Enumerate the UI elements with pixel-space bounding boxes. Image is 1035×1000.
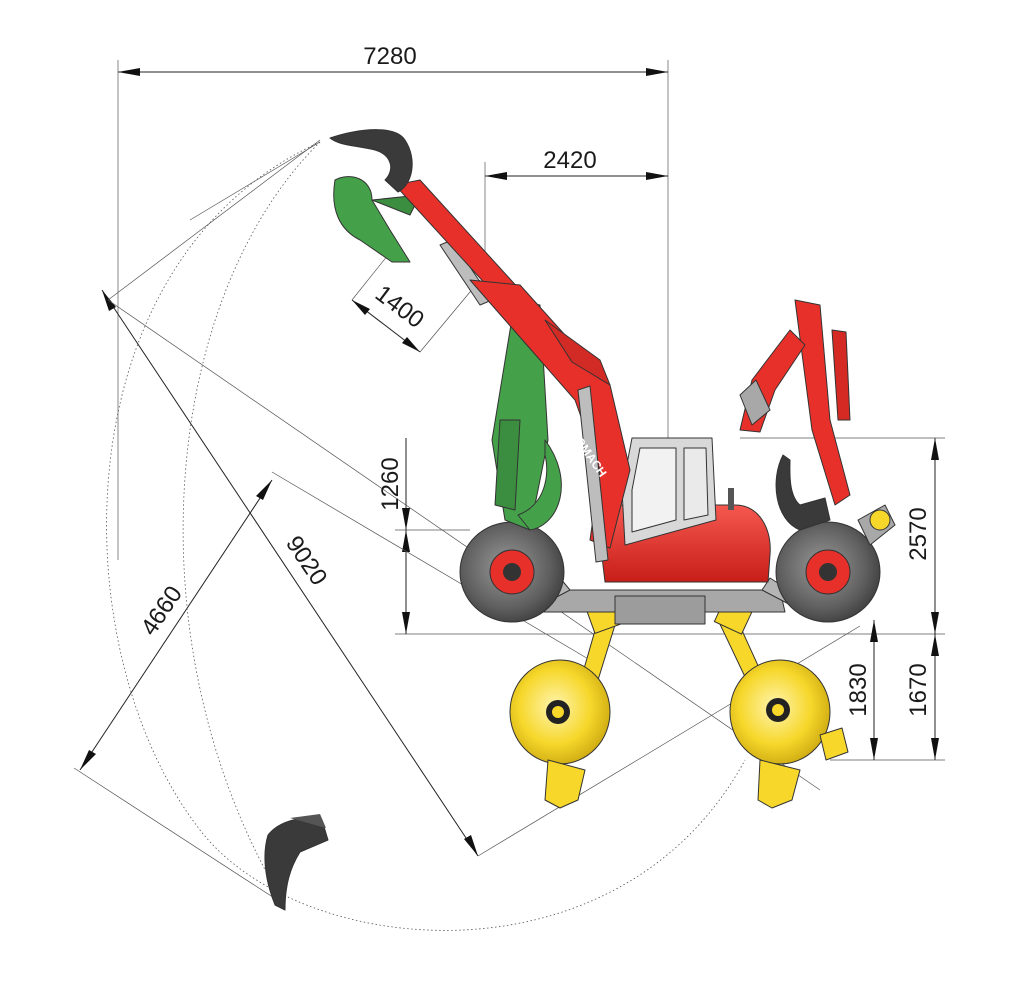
wheels xyxy=(459,521,881,623)
alternate-arm-green xyxy=(333,176,562,531)
dimension-lines xyxy=(73,60,945,931)
lowered-bucket xyxy=(264,814,329,911)
dim-front-offset-label: 2420 xyxy=(543,147,596,174)
dim-max-reach-label: 7280 xyxy=(363,43,416,70)
chassis-frame xyxy=(519,577,813,625)
dim-dig-depth-label: 4660 xyxy=(136,581,188,640)
body-and-cab xyxy=(599,437,771,583)
rear-arm xyxy=(739,299,896,546)
dimension-labels: 7280 2420 1400 1260 2570 1830 1670 9020 … xyxy=(136,43,932,717)
dim-dig-radius-label: 9020 xyxy=(280,531,332,590)
dim-right-height-label: 2570 xyxy=(905,507,932,560)
lowered-undercarriage-yellow xyxy=(509,599,849,809)
main-boom-red: EUROMACH xyxy=(329,129,631,563)
dim-boom-extension-label: 1400 xyxy=(370,280,429,334)
dim-upper-height-label: 1260 xyxy=(377,457,404,510)
dim-lower-depth-right-label: 1670 xyxy=(905,663,932,716)
dim-lower-depth-label: 1830 xyxy=(845,663,872,716)
